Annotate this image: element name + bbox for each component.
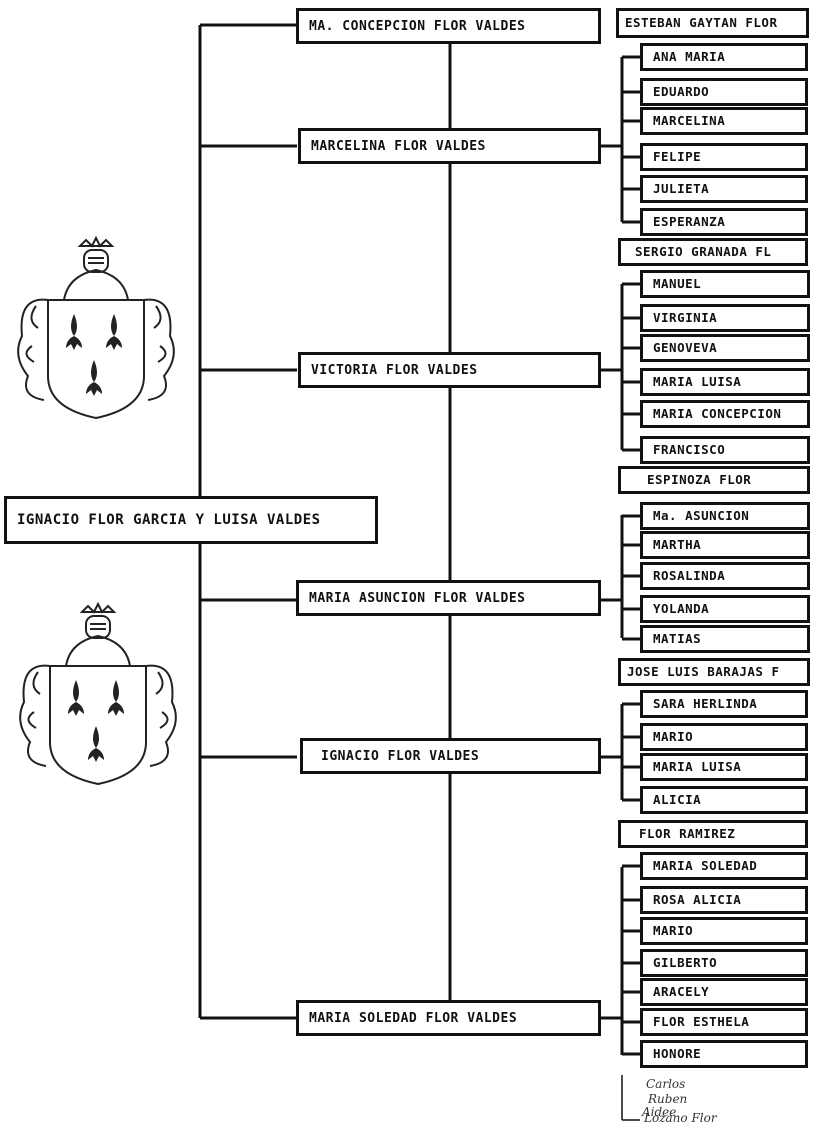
grandchild-box: MARIA SOLEDAD <box>640 852 808 880</box>
grandchild-box: ARACELY <box>640 978 808 1006</box>
spouse-box: FLOR RAMIREZ <box>618 820 808 848</box>
grandchild-box: MARIO <box>640 723 808 751</box>
grandchild-box: Ma. ASUNCION <box>640 502 810 530</box>
spouse-box: SERGIO GRANADA FL <box>618 238 808 266</box>
child-maria-asuncion: MARIA ASUNCION FLOR VALDES <box>296 580 601 616</box>
handwritten-note: Lozano Flor <box>644 1111 717 1125</box>
child-maria-soledad: MARIA SOLEDAD FLOR VALDES <box>296 1000 601 1036</box>
grandchild-box: GENOVEVA <box>640 334 810 362</box>
grandchild-box: FLOR ESTHELA <box>640 1008 808 1036</box>
child-victoria: VICTORIA FLOR VALDES <box>298 352 601 388</box>
handwritten-note: Ruben <box>648 1092 688 1106</box>
grandchild-box: MARIA CONCEPCION <box>640 400 810 428</box>
grandchild-box: MARIA LUISA <box>640 368 810 396</box>
grandchild-box: ANA MARIA <box>640 43 808 71</box>
grandchild-box: MARCELINA <box>640 107 808 135</box>
child-ignacio: IGNACIO FLOR VALDES <box>300 738 601 774</box>
grandchild-box: FRANCISCO <box>640 436 810 464</box>
grandchild-box: ROSALINDA <box>640 562 810 590</box>
grandchild-box: YOLANDA <box>640 595 810 623</box>
grandchild-box: MARTHA <box>640 531 810 559</box>
grandchild-box: GILBERTO <box>640 949 808 977</box>
grandchild-box: MARIO <box>640 917 808 945</box>
grandchild-box: ESPERANZA <box>640 208 808 236</box>
grandchild-box: EDUARDO <box>640 78 808 106</box>
grandchild-box: HONORE <box>640 1040 808 1068</box>
grandchild-box: ALICIA <box>640 786 808 814</box>
handwritten-note: Carlos <box>646 1077 686 1091</box>
spouse-box: JOSE LUIS BARAJAS F <box>618 658 810 686</box>
grandchild-box: ROSA ALICIA <box>640 886 808 914</box>
grandchild-box: MANUEL <box>640 270 810 298</box>
coat-of-arms-icon <box>17 236 175 420</box>
handwritten-note: Aidee <box>642 1105 677 1119</box>
child-marcelina: MARCELINA FLOR VALDES <box>298 128 601 164</box>
grandchild-box: MARIA LUISA <box>640 753 808 781</box>
grandchild-box: VIRGINIA <box>640 304 810 332</box>
grandchild-box: JULIETA <box>640 175 808 203</box>
root-couple: IGNACIO FLOR GARCIA Y LUISA VALDES <box>4 496 378 544</box>
grandchild-box: SARA HERLINDA <box>640 690 808 718</box>
spouse-box: ESTEBAN GAYTAN FLOR <box>616 8 809 38</box>
child-ma-concepcion: MA. CONCEPCION FLOR VALDES <box>296 8 601 44</box>
grandchild-box: MATIAS <box>640 625 810 653</box>
spouse-box: ESPINOZA FLOR <box>618 466 810 494</box>
coat-of-arms-icon <box>19 602 177 786</box>
grandchild-box: FELIPE <box>640 143 808 171</box>
